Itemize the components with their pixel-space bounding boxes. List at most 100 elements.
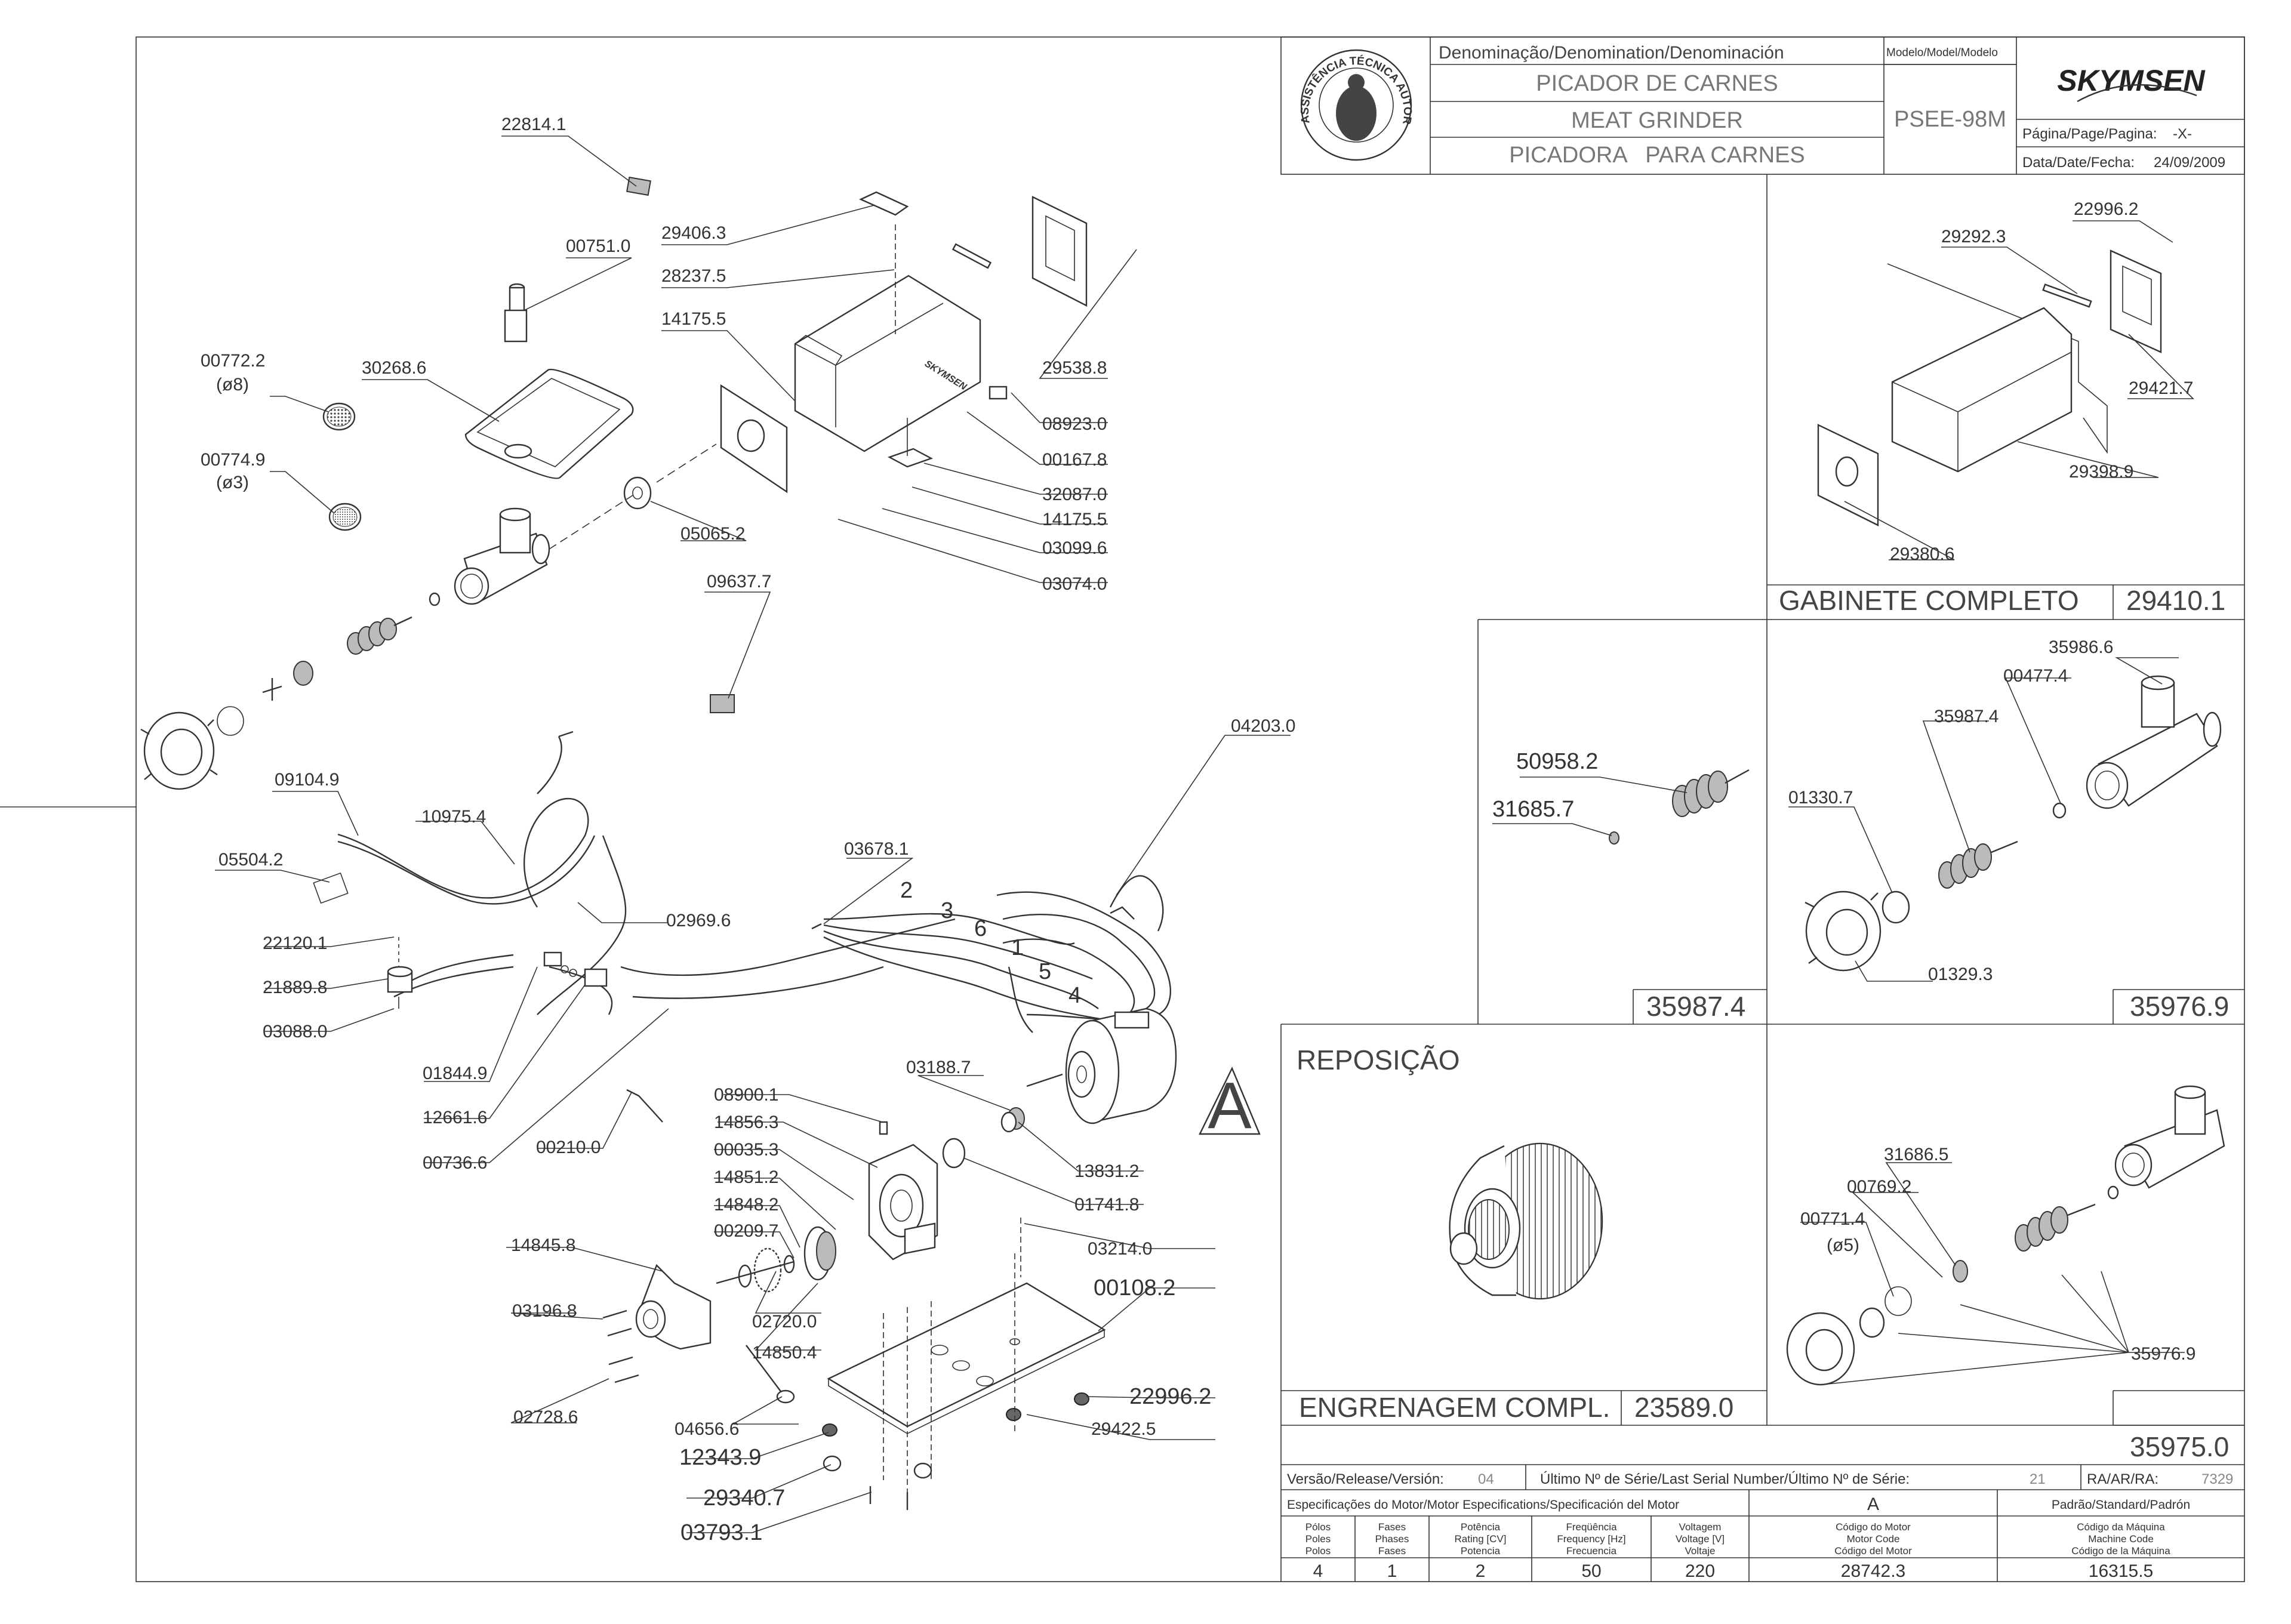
motor-part (1026, 1007, 1177, 1124)
part-label: 01741.8 (1074, 1195, 1139, 1215)
head-label: 35987.4 (1934, 707, 1999, 726)
part-label: 22120.1 (263, 933, 327, 953)
screws-part (602, 1309, 795, 1404)
gear-cover-part (635, 1264, 712, 1350)
head2-label: 35976.9 (2131, 1344, 2195, 1364)
title-block: ASSISTÊNCIA TÉCNICA AUTORIZADA Denominaç… (0, 0, 2225, 171)
name-pt: PICADOR DE CARNES (1536, 71, 1778, 96)
main-part-labels: 22814.1 00751.0 29406.3 28237.5 14175.5 … (201, 115, 1295, 1545)
cabinet-vent-part (2110, 249, 2162, 353)
spec-col-header: Phases (1375, 1533, 1409, 1545)
head-label: 00477.4 (2003, 666, 2068, 686)
motor-spec-table: Especificações do Motor/Motor Especifica… (1287, 1494, 2190, 1581)
spec-col-header: Pólos (1305, 1521, 1331, 1533)
version-value: 04 (1478, 1471, 1494, 1487)
label-part (710, 694, 735, 713)
part-label: 00774.9 (201, 450, 265, 470)
grinder-plate-8mm (322, 402, 356, 431)
switch-part (543, 951, 608, 987)
reposicao-title: REPOSIÇÃO (1297, 1044, 1460, 1076)
spec-col-header: Código del Motor (1834, 1545, 1912, 1557)
part-label: 14850.4 (752, 1343, 817, 1363)
auger-label: 31685.7 (1492, 797, 1574, 822)
wire-number: 3 (941, 898, 953, 923)
spec-col-header: Código da Máquina (2077, 1521, 2165, 1533)
base-plate-part (822, 1218, 1106, 1510)
part-label: 03214.0 (1088, 1239, 1152, 1259)
part-label: 02969.6 (666, 911, 731, 930)
part-label: 29538.8 (1042, 358, 1107, 378)
part-label: 03196.8 (512, 1301, 577, 1321)
version-label: Versão/Release/Versión: (1287, 1471, 1444, 1487)
head2-label: (ø5) (1827, 1235, 1859, 1255)
gearbox-part (868, 1121, 938, 1261)
grinder-head-panel-1: 35986.6 00477.4 35987.4 01330.7 01329.3 … (1788, 637, 2229, 1022)
part-label: 03088.0 (263, 1022, 327, 1041)
standard-header: Padrão/Standard/Padrón (2052, 1498, 2190, 1512)
head-label: 35986.6 (2049, 637, 2113, 657)
head-nut-part-2 (1786, 1312, 1855, 1386)
spec-col-header: Voltage [V] (1676, 1533, 1725, 1545)
motor-marker: A (1199, 1067, 1261, 1142)
part-label: 29422.5 (1091, 1419, 1156, 1439)
name-es: PICADORA PARA CARNES (1509, 143, 1805, 168)
spec-value-poles: 4 (1313, 1561, 1323, 1581)
spec-value-machine-code: 16315.5 (2089, 1561, 2153, 1581)
part-label: 00108.2 (1094, 1275, 1175, 1301)
ring-nut-part (140, 711, 218, 790)
gear-replacement-part (1449, 1142, 1603, 1300)
decal-part (626, 176, 651, 196)
spec-col-header: Potencia (1461, 1545, 1501, 1557)
part-label: 08923.0 (1042, 414, 1107, 434)
part-label: 32087.0 (1042, 485, 1107, 504)
grinder-plate-3mm (328, 503, 362, 531)
wire-number: 1 (1011, 935, 1024, 960)
reposicao-code: 23589.0 (1634, 1392, 1733, 1423)
part-label: 03188.7 (906, 1058, 971, 1077)
model-code: PSEE-98M (1894, 107, 2006, 132)
part-label: 29406.3 (661, 223, 726, 243)
part-label: 22996.2 (1129, 1384, 1211, 1409)
part-label: 13831.2 (1074, 1161, 1139, 1181)
ra-value: 7329 (2201, 1471, 2233, 1487)
washer-part (429, 592, 441, 606)
part-label: 02720.0 (752, 1312, 817, 1332)
name-en: MEAT GRINDER (1571, 108, 1743, 133)
cabinet-complete-panel: 22996.2 29292.3 29421.7 29398.9 29380.6 … (1779, 199, 2225, 616)
cabinet-label: 29292.3 (1941, 227, 2006, 246)
spec-col-header: Voltaje (1685, 1545, 1715, 1557)
date-label: Data/Date/Fecha: (2022, 155, 2135, 171)
cabinet-caption: GABINETE COMPLETO (1779, 585, 2079, 616)
main-assembly-drawing: SKYMSEN (140, 176, 1261, 1510)
part-label: 12661.6 (423, 1108, 487, 1127)
strip-part (951, 243, 992, 269)
brand-logo: SKYMSEN (2057, 64, 2205, 97)
motor-ref: A (1867, 1494, 1879, 1514)
auger-detail-part (1609, 769, 1750, 845)
spec-col-header: Machine Code (2088, 1533, 2154, 1545)
reposicao-caption: ENGRENAGEM COMPL. (1299, 1392, 1610, 1423)
spec-col-header: Polos (1305, 1545, 1331, 1557)
cabinet-code: 29410.1 (2126, 585, 2225, 616)
cabinet-housing-part (1891, 307, 2073, 473)
spec-value-frequency: 50 (1581, 1561, 1601, 1581)
wire-number: 2 (900, 878, 913, 903)
spec-col-header: Código do Motor (1836, 1521, 1911, 1533)
head-auger-part-2 (2015, 1203, 2096, 1252)
head2-label: 00769.2 (1847, 1177, 1911, 1197)
lock-part (989, 386, 1008, 400)
spec-col-header: Potência (1461, 1521, 1501, 1533)
flange-part (623, 384, 788, 510)
grinder-head-panel-2: 31686.5 00769.2 00771.4 (ø5) 35976.9 359… (1786, 1085, 2229, 1462)
authorized-service-seal: ASSISTÊNCIA TÉCNICA AUTORIZADA (0, 0, 1414, 161)
page-value: -X- (2173, 126, 2192, 142)
denomination-header: Denominação/Denomination/Denominación (1439, 43, 1784, 63)
part-label: 01844.9 (423, 1064, 487, 1083)
part-label: 09104.9 (275, 770, 339, 790)
part-label: 03099.6 (1042, 538, 1107, 558)
wire-numbers: 2 3 6 1 5 4 (900, 878, 1081, 1008)
head-ring-part-2 (1859, 1307, 1885, 1338)
head-ring-part (1882, 890, 1910, 924)
version-row: Versão/Release/Versión: 04 Último Nº de … (1287, 1471, 2233, 1487)
